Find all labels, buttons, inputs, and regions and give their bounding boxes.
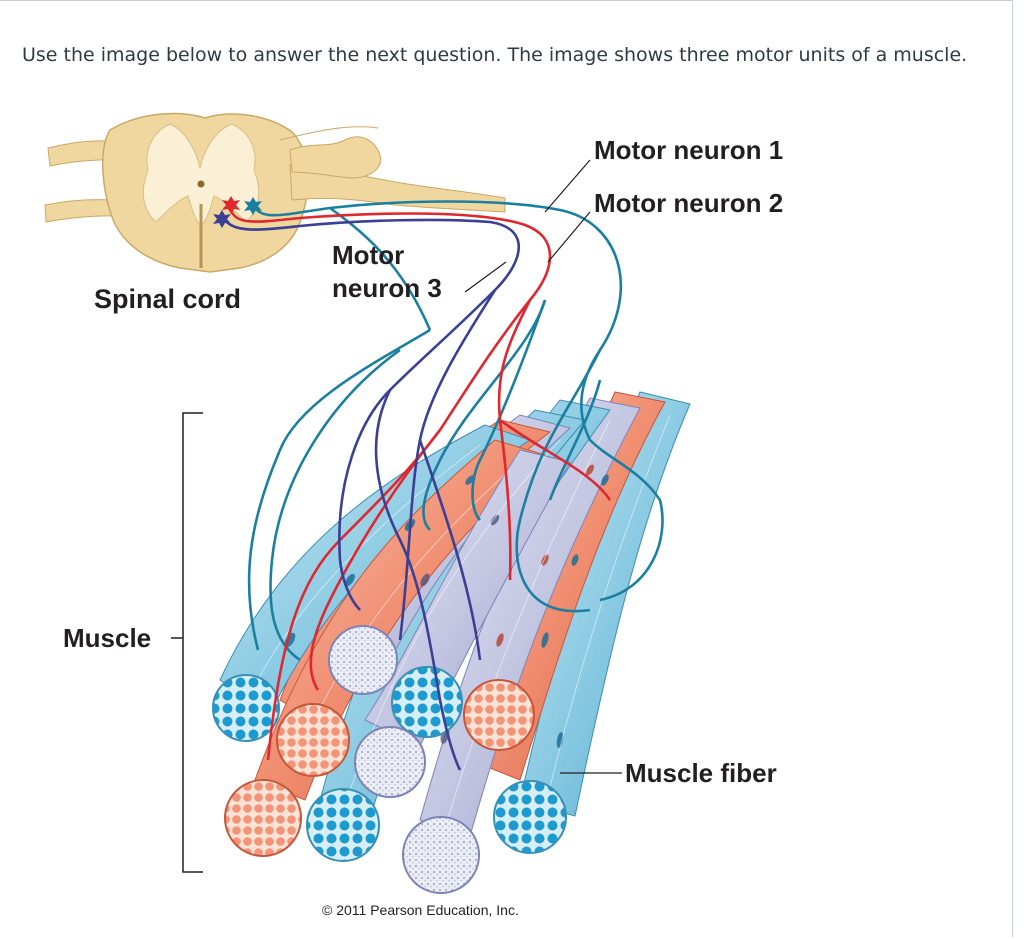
label-muscle: Muscle [63, 623, 151, 653]
label-motor-neuron-1: Motor neuron 1 [594, 135, 783, 165]
leader-line-motor-neuron-2 [547, 211, 591, 263]
label-spinal-cord: Spinal cord [94, 284, 241, 314]
label-muscle-fiber: Muscle fiber [625, 758, 777, 788]
motor-neuron-1-axon [247, 200, 664, 662]
leader-line-motor-neuron-1 [544, 159, 591, 213]
muscle-bracket [171, 412, 203, 873]
copyright-notice: © 2011 Pearson Education, Inc. [322, 902, 519, 918]
motor-neuron-2-cell-body [222, 196, 240, 214]
label-motor-neuron-2: Motor neuron 2 [594, 188, 783, 218]
label-motor-neuron-3-line1: Motor [332, 240, 404, 270]
label-motor-neuron-3-line2: neuron 3 [332, 273, 442, 303]
motor-neuron-2-axon [229, 209, 612, 761]
motor-neuron-3-axon [222, 217, 520, 771]
leader-lines [464, 159, 622, 774]
leader-line-motor-neuron-3 [464, 261, 507, 293]
motor-neuron-3-cell-body [213, 210, 231, 228]
spinal-cord [44, 112, 506, 273]
motor-neuron-1-cell-body [244, 197, 262, 215]
question-prompt: Use the image below to answer the next q… [22, 44, 968, 66]
